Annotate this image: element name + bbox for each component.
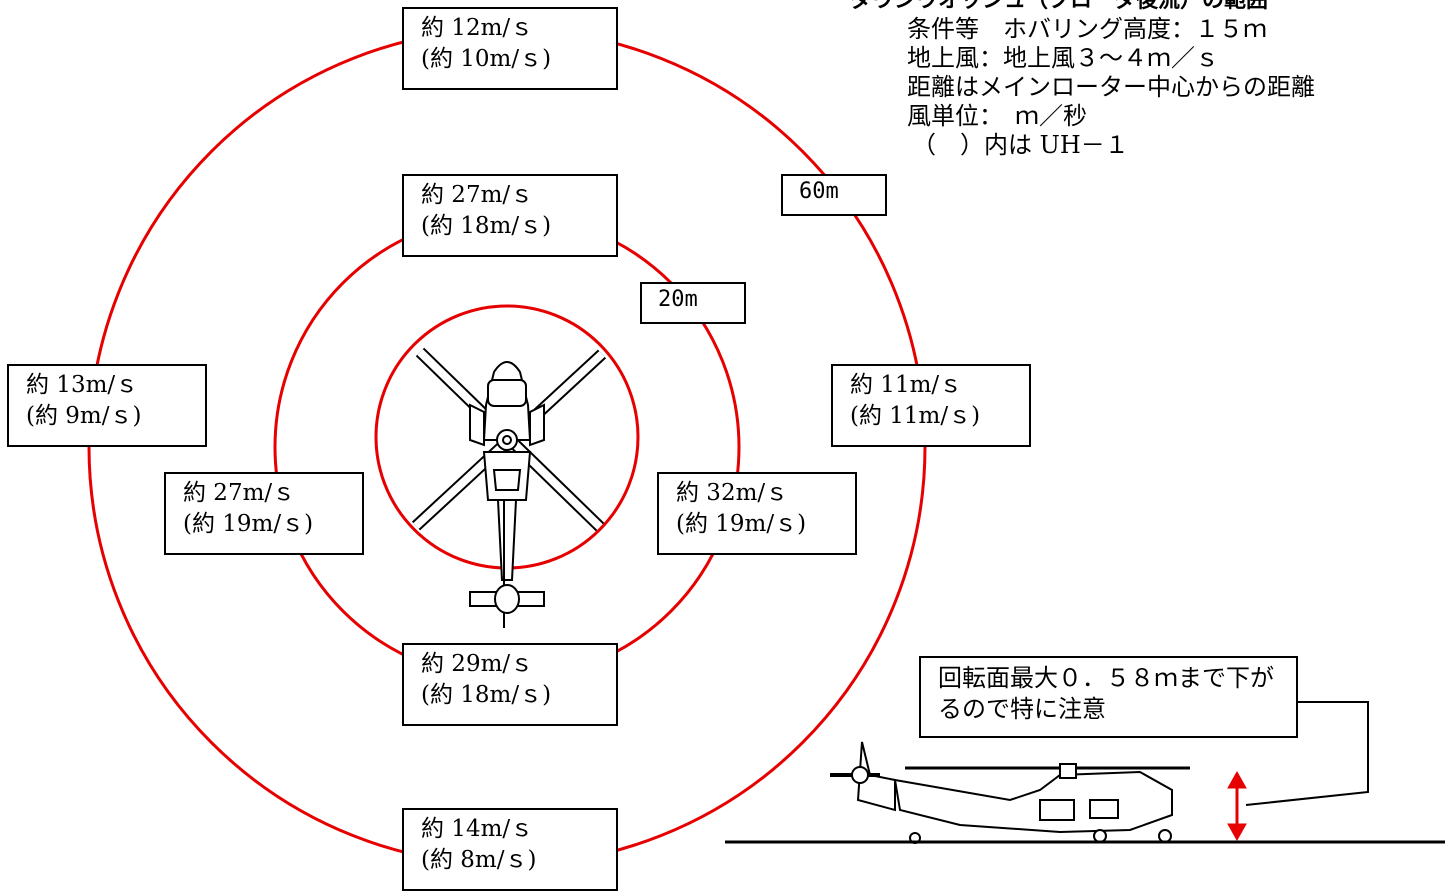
wind-speed-uh1: (約 18m/ｓ) bbox=[421, 682, 552, 708]
legend-line: 条件等 ホバリング高度：１５ｍ bbox=[907, 15, 1267, 43]
wind-label-mid-top: 約 27m/ｓ (約 18m/ｓ) bbox=[402, 174, 618, 257]
wind-label-outer-left: 約 13m/ｓ (約 9m/ｓ) bbox=[7, 364, 207, 447]
wind-speed-uh1: (約 10m/ｓ) bbox=[421, 46, 552, 72]
helicopter-top-view-icon bbox=[411, 347, 607, 628]
rotor-clearance-note: 回転面最大０．５８ｍまで下がるので特に注意 bbox=[919, 656, 1298, 738]
wind-speed-uh1: (約 19m/ｓ) bbox=[676, 511, 807, 537]
wind-speed: 約 14m/ｓ bbox=[421, 816, 534, 842]
note-leader-line bbox=[1245, 701, 1369, 806]
wind-label-mid-left: 約 27m/ｓ (約 19m/ｓ) bbox=[164, 472, 364, 555]
legend: ダウンウオッシュ（ブローダ後流）の範囲 条件等 ホバリング高度：１５ｍ 地上風：… bbox=[850, 0, 1315, 160]
legend-uh1-note: （ ）内は UH－１ bbox=[912, 131, 1129, 159]
wind-speed-uh1: (約 9m/ｓ) bbox=[26, 403, 142, 429]
legend-line: 距離はメインローター中心からの距離 bbox=[907, 73, 1315, 101]
wind-speed: 約 29m/ｓ bbox=[421, 651, 534, 677]
wind-label-mid-bottom: 約 29m/ｓ (約 18m/ｓ) bbox=[402, 643, 618, 726]
wind-speed-uh1: (約 11m/ｓ) bbox=[850, 403, 981, 429]
wind-label-outer-top: 約 12m/ｓ (約 10m/ｓ) bbox=[402, 7, 618, 90]
wind-speed-uh1: (約 8m/ｓ) bbox=[421, 847, 537, 873]
wind-speed: 約 32m/ｓ bbox=[676, 480, 789, 506]
wind-speed-uh1: (約 19m/ｓ) bbox=[183, 511, 314, 537]
legend-line: 地上風：地上風３～４ｍ／ｓ bbox=[907, 44, 1219, 72]
wind-speed: 約 12m/ｓ bbox=[421, 15, 534, 41]
distance-label-60m: 60m bbox=[781, 174, 887, 216]
legend-line: 風単位： ｍ／秒 bbox=[907, 102, 1087, 130]
legend-title: ダウンウオッシュ（ブローダ後流）の範囲 bbox=[850, 0, 1269, 13]
helicopter-side-view-icon bbox=[830, 741, 1190, 844]
wind-label-outer-bottom: 約 14m/ｓ (約 8m/ｓ) bbox=[402, 808, 618, 891]
wind-speed: 約 11m/ｓ bbox=[850, 372, 963, 398]
wind-speed: 約 27m/ｓ bbox=[183, 480, 296, 506]
double-arrow-icon bbox=[1227, 770, 1247, 842]
wind-speed: 約 13m/ｓ bbox=[26, 372, 139, 398]
wind-speed: 約 27m/ｓ bbox=[421, 182, 534, 208]
wind-label-mid-right: 約 32m/ｓ (約 19m/ｓ) bbox=[657, 472, 857, 555]
distance-label-20m: 20m bbox=[640, 282, 746, 324]
wind-label-outer-right: 約 11m/ｓ (約 11m/ｓ) bbox=[831, 364, 1031, 447]
wind-speed-uh1: (約 18m/ｓ) bbox=[421, 213, 552, 239]
